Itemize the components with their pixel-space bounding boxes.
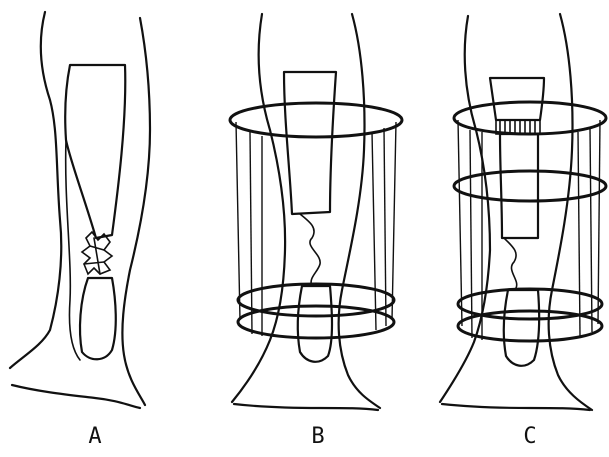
panel-label-a: A	[80, 424, 110, 449]
panel-c-foot-outline	[442, 404, 590, 410]
panel-c-rod-2	[470, 130, 472, 338]
panel-a-leg-outline-left	[10, 12, 61, 368]
panel-b-upper-ring	[230, 103, 402, 137]
panel-b-rod-2	[250, 132, 252, 334]
panel-a-tibia-proximal-fragment	[65, 65, 125, 238]
panel-label-c: C	[515, 424, 545, 449]
panel-c-leg-outline-right	[549, 14, 592, 410]
panel-b-drawing	[230, 14, 402, 410]
panel-b-leg-outline-left	[232, 14, 285, 402]
panel-b-tibia-distal-fragment	[298, 286, 332, 362]
panel-c-rod-6	[598, 120, 600, 324]
panel-a-foot-outline	[12, 385, 140, 408]
panel-b-rod-1	[236, 122, 240, 320]
panel-label-b: B	[303, 424, 333, 449]
panel-c-fracture-edge	[504, 238, 517, 288]
panel-c-tibia-transport-segment	[500, 134, 538, 238]
panel-b-tibia-proximal-fragment	[284, 72, 336, 214]
panel-b-rod-4	[372, 132, 376, 330]
panel-b-rod-5	[384, 128, 386, 326]
panel-a-drawing	[10, 12, 150, 408]
panel-c-middle-ring	[454, 171, 606, 201]
panel-c-rod-1	[458, 120, 462, 326]
panel-c-tibia-distal-fragment	[504, 290, 539, 366]
panel-b-rod-6	[392, 122, 396, 320]
panel-b-foot-outline	[234, 404, 378, 410]
panel-b-fracture-edge	[300, 214, 320, 286]
panel-a-fibula	[66, 140, 80, 360]
panel-c-tibia-proximal-end	[490, 78, 544, 120]
panel-a-leg-outline-right	[122, 18, 150, 405]
panel-a-tibia-distal-fragment	[80, 278, 116, 359]
panel-c-drawing	[440, 14, 606, 410]
panel-c-rod-4	[578, 132, 580, 336]
panel-c-rod-5	[590, 128, 592, 332]
